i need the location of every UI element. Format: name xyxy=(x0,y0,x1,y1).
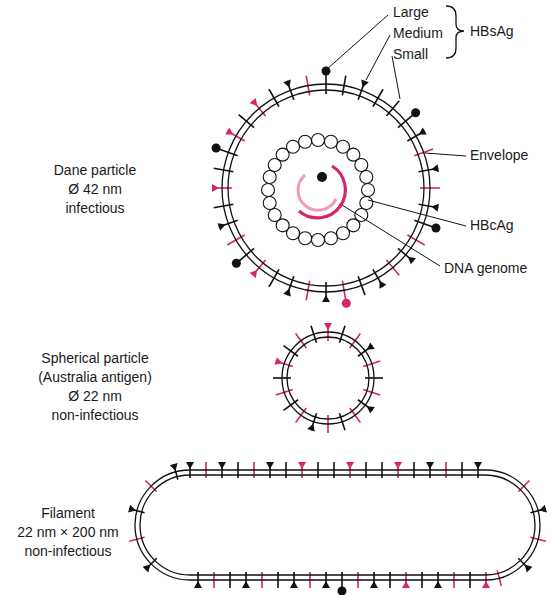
medium-protein-head xyxy=(298,462,306,469)
dna-strand xyxy=(299,166,345,218)
brace xyxy=(446,6,464,58)
medium-protein-head xyxy=(128,505,136,513)
medium-protein-head xyxy=(274,357,282,365)
part-label: non-infectious xyxy=(24,543,111,560)
medium-protein-head xyxy=(225,128,233,135)
medium-protein-head xyxy=(367,342,375,349)
medium-protein-head xyxy=(434,581,442,588)
medium-protein-head xyxy=(361,80,369,88)
large-protein-head xyxy=(411,108,420,117)
medium-protein-head xyxy=(474,462,482,469)
medium-protein-head xyxy=(250,98,258,106)
capsid xyxy=(262,134,375,247)
capsid-subunit xyxy=(268,209,281,222)
medium-protein-head xyxy=(431,204,439,212)
sphere-outer xyxy=(282,332,374,424)
medium-protein-head xyxy=(402,581,410,588)
medium-protein-head xyxy=(186,462,194,469)
medium-protein-head xyxy=(426,462,434,469)
medium-protein-head xyxy=(346,462,354,469)
large-protein-head xyxy=(212,143,221,152)
medium-protein-head xyxy=(283,80,291,88)
large-protein-head xyxy=(232,259,241,268)
capsid-subunit xyxy=(263,171,276,184)
medium-protein-head xyxy=(322,581,330,588)
part-label: (Australia antigen) xyxy=(38,369,152,386)
leader-line xyxy=(368,200,466,226)
leader-line xyxy=(342,205,440,266)
part-label: Filament xyxy=(41,505,95,522)
medium-protein-head xyxy=(212,184,219,192)
part-label: Medium xyxy=(393,25,443,42)
part-label: Small xyxy=(393,46,428,63)
capsid-subunit xyxy=(299,135,312,148)
surface-proteins xyxy=(128,67,547,595)
part-label: HBcAg xyxy=(470,217,514,234)
medium-protein-head xyxy=(307,424,315,432)
leader-line xyxy=(366,35,390,80)
medium-protein-head xyxy=(266,462,274,469)
medium-protein-head xyxy=(408,257,416,265)
envelope-inner xyxy=(228,90,424,286)
envelope-outer xyxy=(222,84,430,292)
capsid-subunit xyxy=(360,196,373,209)
medium-protein-head xyxy=(218,462,226,469)
part-label: DNA genome xyxy=(444,260,527,277)
medium-protein-head xyxy=(525,565,533,573)
medium-protein-head xyxy=(290,581,298,588)
medium-protein-head xyxy=(431,164,439,172)
capsid-subunit xyxy=(324,135,337,148)
medium-protein-head xyxy=(370,581,378,588)
dna-strand-partial xyxy=(298,175,336,210)
large-protein-head xyxy=(431,224,440,233)
filament-inner xyxy=(140,475,535,575)
part-label: HBsAg xyxy=(470,23,514,40)
medium-protein-head xyxy=(482,581,490,588)
medium-protein-head xyxy=(218,223,226,231)
leader-line xyxy=(326,15,388,70)
capsid-subunit xyxy=(312,134,325,147)
medium-protein-head xyxy=(283,289,291,297)
part-label: Ø 22 nm xyxy=(68,388,122,405)
medium-protein-head xyxy=(367,406,375,413)
medium-protein-head xyxy=(322,295,330,302)
medium-protein-head xyxy=(419,128,427,135)
large-protein-head xyxy=(338,587,347,595)
medium-protein-head xyxy=(394,462,402,469)
part-label: Envelope xyxy=(470,147,528,164)
capsid-subunit xyxy=(360,171,373,184)
part-label: Large xyxy=(393,4,429,21)
polymerase xyxy=(317,172,327,182)
medium-protein-head xyxy=(170,463,178,471)
medium-protein-head xyxy=(539,505,547,513)
filament-outer xyxy=(135,470,540,580)
part-label: Ø 42 nm xyxy=(68,181,122,198)
medium-protein-head xyxy=(324,323,332,330)
capsid-subunit xyxy=(337,227,350,240)
part-label: 22 nm × 200 nm xyxy=(17,524,119,541)
part-label: infectious xyxy=(65,200,124,217)
large-protein-head xyxy=(342,299,351,308)
capsid-subunit xyxy=(362,184,375,197)
leader-line xyxy=(392,56,400,99)
capsid-subunit xyxy=(299,232,312,245)
capsid-subunit xyxy=(287,140,300,153)
part-label: non-infectious xyxy=(51,407,138,424)
medium-protein-head xyxy=(250,270,258,278)
part-label: Dane particle xyxy=(54,162,137,179)
medium-protein-head xyxy=(242,581,250,588)
capsid-subunit xyxy=(263,196,276,209)
capsid-subunit xyxy=(262,184,275,197)
sphere-inner xyxy=(287,337,369,419)
medium-protein-head xyxy=(194,581,202,588)
capsid-subunit xyxy=(355,159,368,172)
capsid-subunit xyxy=(312,234,325,247)
leader-line xyxy=(425,153,466,156)
part-label: Spherical particle xyxy=(41,350,148,367)
medium-protein-head xyxy=(143,565,151,573)
capsid-subunit xyxy=(324,232,337,245)
medium-protein-head xyxy=(380,281,387,289)
